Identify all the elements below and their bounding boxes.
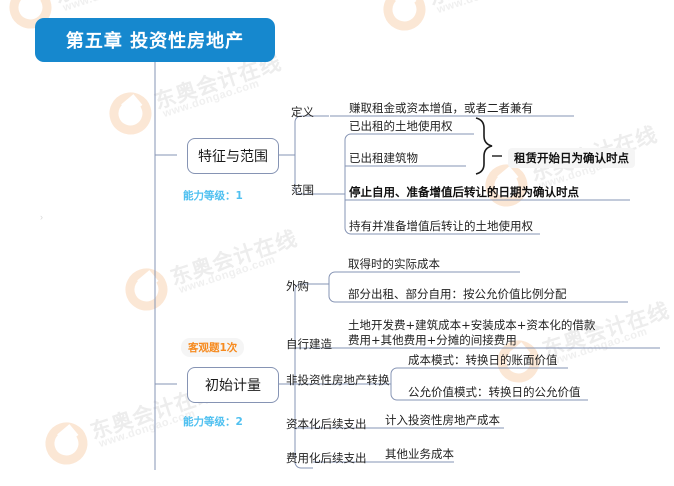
leaf-label: 已出租的土地使用权	[349, 119, 453, 133]
leaf-text[interactable]: 已出租的土地使用权	[349, 119, 453, 134]
leaf-label: 取得时的实际成本	[348, 257, 440, 271]
group-label-text: 外购	[286, 279, 309, 293]
branch-node-特征与范围[interactable]: 特征与范围	[187, 138, 279, 174]
leaf-label: 公允价值模式：转换日的公允价值	[408, 385, 581, 399]
page-corner-mark: ›	[40, 212, 43, 222]
leaf-text[interactable]: 计入投资性房地产成本	[385, 413, 500, 428]
leaf-label: 赚取租金或资本增值，或者二者兼有	[349, 101, 533, 115]
badge-ability-level-2: 能力等级：2	[183, 414, 243, 429]
leaf-label: 计入投资性房地产成本	[385, 413, 500, 427]
leaf-text[interactable]: 赚取租金或资本增值，或者二者兼有	[349, 101, 533, 116]
badge-text: 客观题1次	[188, 342, 238, 354]
branch-node-label: 特征与范围	[198, 149, 268, 165]
leaf-label: 持有并准备增值后转让的土地使用权	[349, 219, 533, 233]
group-label-text: 资本化后续支出	[286, 417, 367, 431]
leaf-text[interactable]: 停止自用、准备增值后转让的日期为确认时点	[349, 185, 579, 200]
badge-text: 能力等级：2	[183, 416, 243, 428]
leaf-text[interactable]: 持有并准备增值后转让的土地使用权	[349, 219, 533, 234]
group-label-范围[interactable]: 范围	[291, 182, 314, 198]
leaf-text[interactable]: 已出租建筑物	[349, 151, 418, 166]
badge-objective-count: 客观题1次	[181, 338, 245, 357]
group-label-自行建造[interactable]: 自行建造	[286, 336, 332, 352]
group-label-text: 自行建造	[286, 337, 332, 351]
leaf-label: 其他业务成本	[385, 447, 454, 461]
leaf-label: 已出租建筑物	[349, 151, 418, 165]
brace-annotation-text: 租赁开始日为确认时点	[514, 151, 629, 165]
badge-text: 能力等级：1	[183, 190, 243, 202]
group-label-外购[interactable]: 外购	[286, 278, 309, 294]
group-label-text: 范围	[291, 183, 314, 197]
brace-annotation: 租赁开始日为确认时点	[508, 148, 635, 168]
page-title: 第五章 投资性房地产	[65, 31, 245, 52]
group-label-非投资性房地产转换[interactable]: 非投资性房地产转换	[286, 372, 390, 388]
group-label-text: 费用化后续支出	[286, 451, 367, 465]
leaf-text[interactable]: 取得时的实际成本	[348, 257, 440, 272]
leaf-text[interactable]: 其他业务成本	[385, 447, 454, 462]
branch-node-label: 初始计量	[205, 378, 261, 394]
group-label-费用化后续支出[interactable]: 费用化后续支出	[286, 450, 367, 466]
leaf-text[interactable]: 公允价值模式：转换日的公允价值	[408, 385, 581, 400]
leaf-label: 土地开发费+建筑成本+安装成本+资本化的借款 费用+其他费用+分摊的间接费用	[348, 318, 596, 347]
badge-ability-level-1: 能力等级：1	[183, 188, 243, 203]
leaf-text-multiline[interactable]: 土地开发费+建筑成本+安装成本+资本化的借款 费用+其他费用+分摊的间接费用	[348, 318, 664, 348]
chapter-title-box[interactable]: 第五章 投资性房地产	[35, 18, 275, 62]
group-label-资本化后续支出[interactable]: 资本化后续支出	[286, 416, 367, 432]
leaf-label: 成本模式：转换日的账面价值	[408, 353, 558, 367]
group-label-text: 定义	[291, 105, 314, 119]
leaf-label: 停止自用、准备增值后转让的日期为确认时点	[349, 185, 579, 199]
leaf-label: 部分出租、部分自用：按公允价值比例分配	[348, 287, 567, 301]
group-label-定义[interactable]: 定义	[291, 104, 314, 120]
branch-node-初始计量[interactable]: 初始计量	[187, 367, 279, 403]
leaf-text[interactable]: 部分出租、部分自用：按公允价值比例分配	[348, 287, 567, 302]
group-label-text: 非投资性房地产转换	[286, 373, 390, 387]
leaf-text[interactable]: 成本模式：转换日的账面价值	[408, 353, 558, 368]
